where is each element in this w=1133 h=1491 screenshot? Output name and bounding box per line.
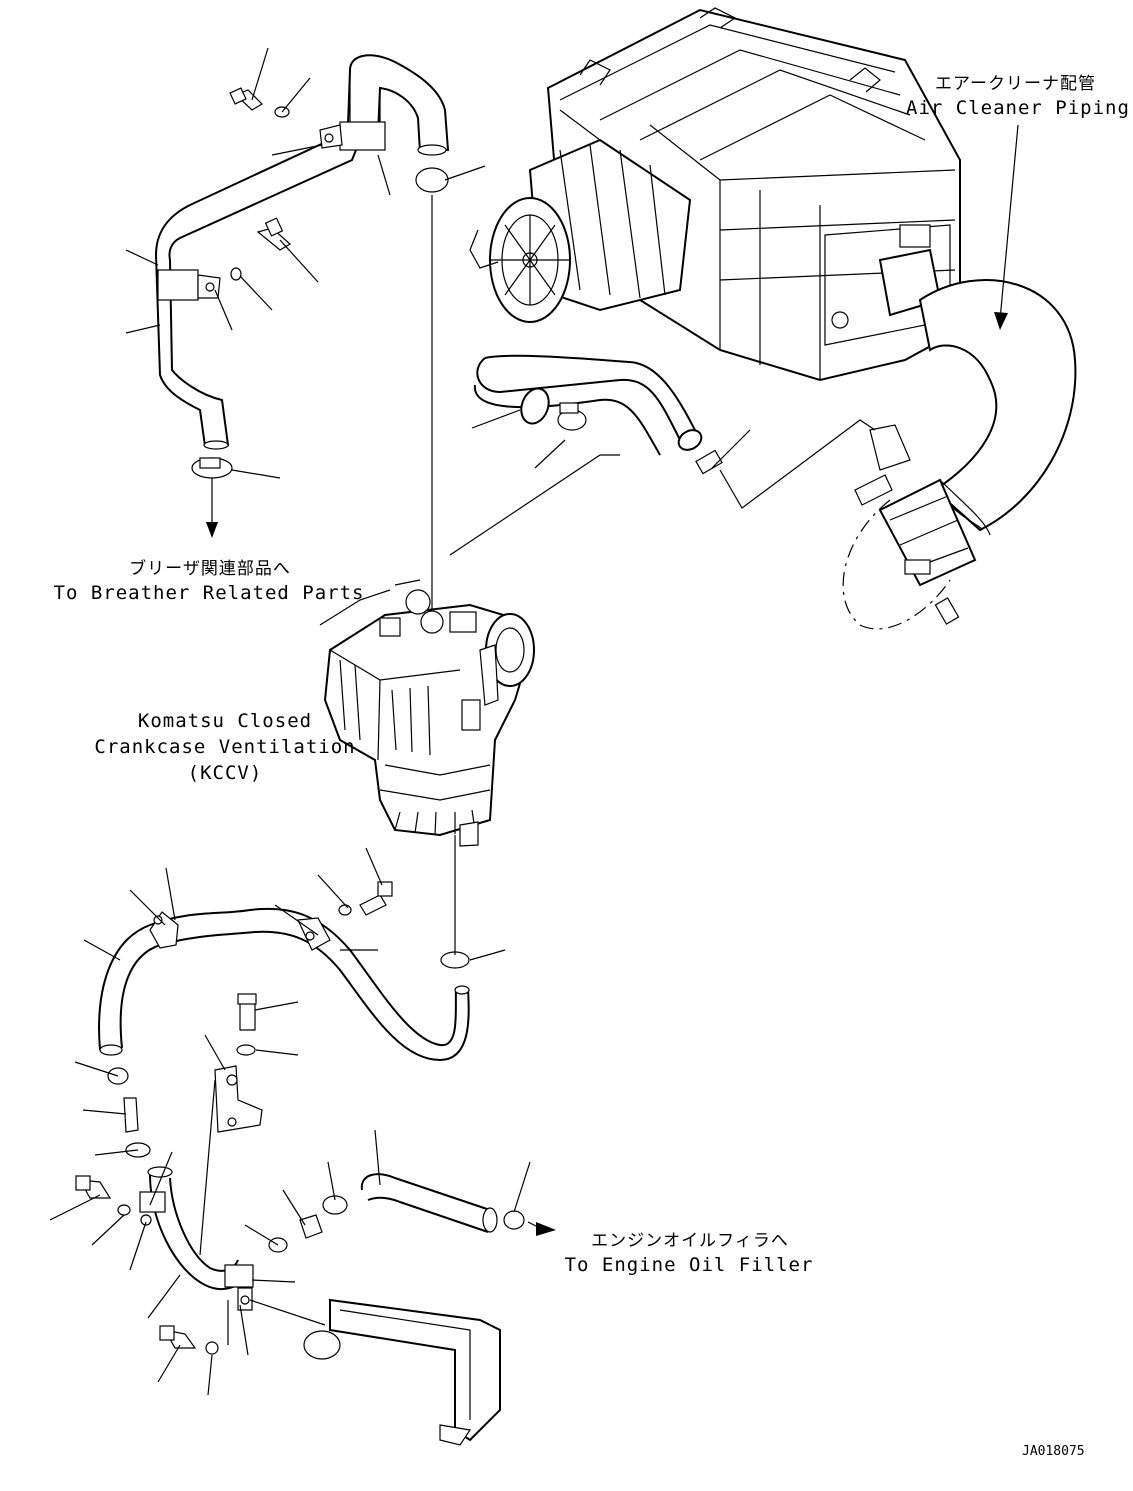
lower-hose-assembly [75, 881, 525, 1446]
air-cleaner-elbow-hose [842, 279, 1077, 630]
leader-lines-upper [125, 47, 876, 610]
air-cleaner-label-jp: エアークリーナ配管 [935, 74, 1096, 94]
oil-filler-label-en: To Engine Oil Filler [564, 1254, 814, 1276]
breather-label-en: To Breather Related Parts [53, 582, 365, 604]
air-cleaner-label-en: Air Cleaner Piping [906, 97, 1128, 119]
kccv-label-line1: Komatsu Closed [137, 710, 313, 732]
breather-hose-upper [473, 354, 723, 475]
drawing-id: JA018075 [1022, 1444, 1085, 1459]
oil-filler-label-jp: エンジンオイルフィラへ [591, 1231, 789, 1251]
air-cleaner-leader [994, 124, 1019, 330]
breather-pipe-upper-left [154, 54, 450, 479]
breather-label-jp: ブリーザ関連部品へ [129, 559, 291, 579]
kccv-label-line3: (KCCV) [187, 762, 263, 784]
kccv-label-line2: Crankcase Ventilation [94, 736, 356, 758]
air-cleaner-assembly [469, 7, 961, 382]
leader-lines-lower [49, 835, 556, 1396]
kccv-unit [319, 579, 535, 847]
